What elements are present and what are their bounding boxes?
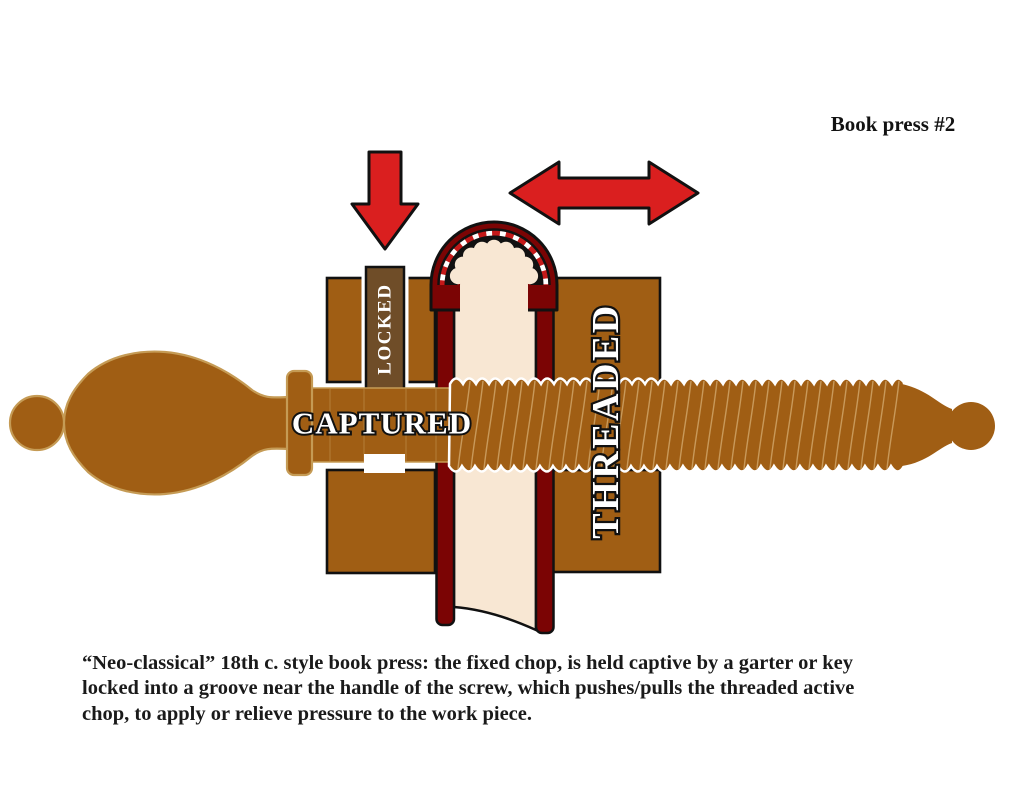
threaded-chop-upper-block: [551, 276, 662, 384]
page-title: Book press #2: [830, 112, 956, 136]
handle-body: [62, 350, 294, 496]
shaft-seams: [329, 389, 437, 461]
fixed-chop-dome: [429, 220, 559, 312]
dome-interior: [460, 251, 528, 312]
dome-band-outer-line: [437, 228, 551, 286]
caption: “Neo-classical” 18th c. style book press…: [82, 651, 982, 727]
left-right-arrow-icon: [508, 160, 700, 226]
screw-handle: [8, 350, 294, 496]
caption-line: “Neo-classical” 18th c. style book press…: [82, 652, 853, 674]
captured-label: CAPTURED: [292, 406, 472, 441]
screw-tip-taper: [902, 384, 952, 466]
threaded-label: THREADED: [585, 303, 627, 538]
screw-tip-ball: [947, 402, 995, 450]
garter-key: LOCKED: [361, 262, 409, 394]
handle-flare-cap: [285, 369, 314, 477]
caption-line: locked into a groove near the handle of …: [82, 677, 855, 700]
threaded-chop-lower-block: [551, 468, 662, 574]
captured-chop-lower-block: [325, 468, 437, 575]
caption-line: chop, to apply or relieve pressure to th…: [82, 702, 533, 725]
down-arrow-icon: [350, 150, 420, 251]
screw-thread-ridges: [457, 380, 900, 470]
garter-groove-notch: [364, 454, 405, 473]
handle-end-ball: [8, 394, 66, 452]
locked-label: LOCKED: [375, 283, 396, 374]
dome-teeth: [449, 239, 539, 285]
chop-blocks: [325, 276, 662, 575]
